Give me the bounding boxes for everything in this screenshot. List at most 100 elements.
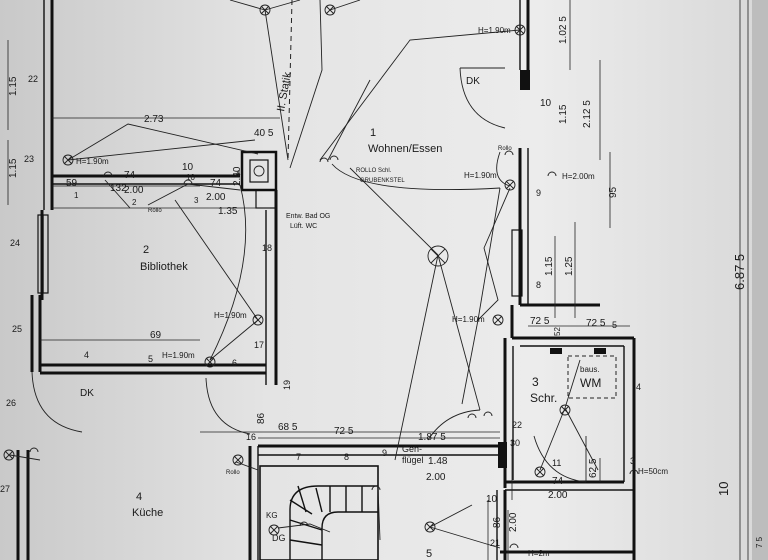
height-label: H=1.90m xyxy=(478,26,511,35)
dimension-value: 2.12 5 xyxy=(582,100,593,128)
dimension-value: 2.00 xyxy=(508,512,519,532)
wall-light-icon xyxy=(559,404,571,416)
dimension-value: 1.15 xyxy=(544,256,555,276)
dimension-value: 24 xyxy=(10,238,20,248)
dimension-values: 1.15 1.15 22 23 24 25 26 27 2.73 40 5 74… xyxy=(0,16,747,548)
dimension-value: 86 xyxy=(492,516,503,528)
rollo-label: Rollo xyxy=(226,470,240,476)
dg-label: DG xyxy=(272,533,286,543)
dimension-value: 68 5 xyxy=(278,422,298,433)
dimension-value: 2.00 xyxy=(206,192,226,203)
height-label: H=50cm xyxy=(638,467,668,476)
dimension-value: 1 xyxy=(74,191,79,200)
dimension-value: 22 xyxy=(28,74,38,84)
switch-heights: H=1.90m H=1.90m H=1.90m H=1.90m H=1.90m … xyxy=(76,26,668,558)
dimension-value: 17 xyxy=(254,340,264,350)
dimension-value: 26 xyxy=(6,398,16,408)
dimension-value: 1.02 5 xyxy=(558,16,569,44)
wm-label: WM xyxy=(580,376,601,390)
dimension-value: 23 xyxy=(24,154,34,164)
dimension-value: 4 xyxy=(84,350,89,360)
room-number-schrank: 3 xyxy=(532,375,539,389)
edge-mark: 7 5 xyxy=(755,536,764,548)
height-label: H=1.90m xyxy=(464,171,497,180)
dimension-value: 52 xyxy=(553,327,562,336)
dimension-value: 1.15 xyxy=(8,158,19,178)
dimension-value: 10 xyxy=(182,162,194,173)
dimension-value: 9 xyxy=(382,448,387,458)
dk-label: DK xyxy=(80,388,94,399)
wall-light-icon xyxy=(232,454,244,466)
wall-light-icon xyxy=(204,356,216,368)
room-name-kueche: Küche xyxy=(132,507,163,519)
dimension-value: 3 xyxy=(630,456,635,466)
dimension-value: 74 xyxy=(124,170,136,181)
dimension-value: 16 xyxy=(246,432,256,442)
dimension-value: 6 xyxy=(232,358,237,368)
dimension-value: 2.73 xyxy=(144,114,164,125)
wall-light-icon xyxy=(504,179,516,191)
dimension-value: 9 xyxy=(536,188,541,198)
room-number-kueche: 4 xyxy=(136,491,142,503)
height-label: H=1.90m xyxy=(452,315,485,324)
dimension-value: 25 xyxy=(12,324,22,334)
height-label: H=1.90m xyxy=(162,351,195,360)
rollo-note: ROLLO Schl. xyxy=(356,168,392,174)
height-label: H=2.00m xyxy=(562,172,595,181)
wall-light-icon xyxy=(514,24,526,36)
wiring xyxy=(9,0,599,549)
dimension-value: 95 xyxy=(608,186,619,198)
dimension-value: 10 xyxy=(716,482,731,496)
dimension-value: 2.00 xyxy=(426,472,446,483)
dimension-value: 10 xyxy=(186,173,195,182)
wall-light-icon xyxy=(252,314,264,326)
dimension-value: 4 xyxy=(236,169,241,178)
dk-label: DK xyxy=(466,76,480,87)
wm-baus-label: baus. xyxy=(580,365,600,374)
rollo-label: Rollo xyxy=(498,146,512,152)
dimension-value: 10 xyxy=(486,494,498,505)
room-labels: 1 Wohnen/Essen 2 Bibliothek 3 Schr. 4 Kü… xyxy=(132,127,557,560)
gehfluegel-label: flügel xyxy=(402,455,424,465)
dimension-lines xyxy=(7,0,630,560)
wall-light-icon xyxy=(534,466,546,478)
room-name-wohnen: Wohnen/Essen xyxy=(368,143,442,155)
room-number-flur: 5 xyxy=(426,548,432,560)
wall-light-icon xyxy=(259,4,271,16)
fixtures xyxy=(3,4,639,549)
dimension-value: 18 xyxy=(262,243,272,253)
dimension-value: 59 xyxy=(66,178,78,189)
staircase xyxy=(259,465,379,560)
wall-light-icon xyxy=(424,521,436,533)
dimension-value: 1.15 xyxy=(558,104,569,124)
dimension-value: 8 xyxy=(344,452,349,462)
gehfluegel-label: Geh- xyxy=(402,444,422,454)
room-number-bibliothek: 2 xyxy=(143,244,149,256)
dimension-value: 21 xyxy=(490,538,500,548)
rollo-label: Rollo xyxy=(148,208,162,214)
dimension-value: 22 xyxy=(512,420,522,430)
dimension-value: 69 xyxy=(150,330,162,341)
dimension-value: 1.48 xyxy=(428,456,448,467)
rollo-note: GRUBENKSTEL xyxy=(360,178,405,184)
dimension-value: 7 xyxy=(296,452,301,462)
kg-label: KG xyxy=(266,511,278,520)
height-label: H=1.90m xyxy=(214,311,247,320)
room-number-wohnen: 1 xyxy=(370,127,376,139)
wall-light-icon xyxy=(324,4,336,16)
dimension-value: 30 xyxy=(510,438,520,448)
dimension-value: 2.00 xyxy=(548,490,568,501)
ceiling-light-icon xyxy=(427,245,449,267)
dimension-value: 2.00 xyxy=(124,185,144,196)
dimension-value: 72 5 xyxy=(586,318,606,329)
dimension-value: 40 5 xyxy=(254,128,274,139)
ventilation-note: Entw. Bad OG xyxy=(286,213,330,220)
dimension-value: 62 5 xyxy=(588,458,599,478)
dimension-value: 27 xyxy=(0,484,10,494)
dimension-value: 4 xyxy=(636,382,641,392)
dimension-value: 1.25 xyxy=(564,256,575,276)
dimension-value: 2.40 xyxy=(232,166,243,186)
dimension-value: 11 xyxy=(552,458,561,468)
dimension-value: 2 xyxy=(132,198,137,207)
